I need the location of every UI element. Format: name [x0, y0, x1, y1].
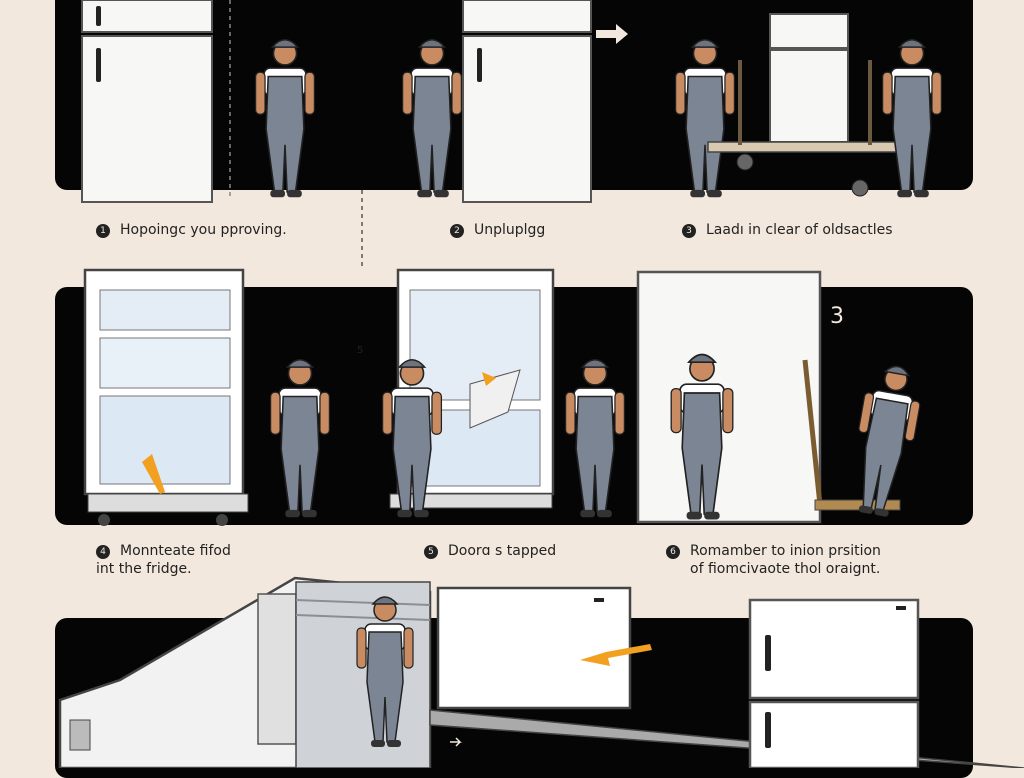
worker-7	[564, 358, 626, 519]
fridge-loading	[436, 586, 652, 710]
worker-2	[401, 38, 463, 199]
caption-text-line-2: int the fridge.	[96, 561, 192, 577]
panel-number: 3	[830, 304, 844, 329]
step-marker: 5	[424, 545, 438, 559]
hand-truck-load	[707, 13, 909, 197]
fridge-closed-2	[462, 0, 592, 203]
worker-1	[254, 38, 316, 199]
worker-9	[843, 360, 927, 520]
fridge-open-2	[389, 268, 555, 509]
step-marker: 3	[682, 224, 696, 238]
step-marker: 1	[96, 224, 110, 238]
step-marker: 6	[666, 545, 680, 559]
worker-5	[269, 358, 331, 519]
step-marker: 2	[450, 224, 464, 238]
worker-3	[674, 38, 736, 199]
fridge-destination	[748, 598, 920, 768]
caption-text: Romamber to inion prsition	[690, 543, 881, 559]
caption-6: 6 Romamber to inion prsition of fiomcivao…	[666, 542, 881, 578]
hand-truck-2	[802, 359, 901, 511]
small-marker: 5	[357, 345, 364, 356]
caption-4: 4 Monnteate fifod int the fridge.	[96, 542, 231, 578]
caption-text: Hopoingc you pproving.	[120, 222, 287, 238]
caption-text-line-2: of fiomcivaote thol oraignt.	[690, 561, 881, 577]
arrow-right-icon	[596, 24, 628, 44]
caption-5: 5 Doorɑ s tapped	[424, 542, 556, 560]
moving-truck	[58, 576, 1024, 768]
caption-text: Laadı in clear of oldsactles	[706, 222, 893, 238]
caption-2: 2 Unpluplgg	[450, 221, 545, 239]
caption-text: Monnteate fifod	[120, 543, 231, 559]
worker-4	[881, 38, 943, 199]
fridge-open-1	[83, 268, 249, 526]
fridge-closed-1	[81, 0, 213, 203]
caption-1: 1 Hopoingc you pproving.	[96, 221, 287, 239]
caption-3: 3 Laadı in clear of oldsactles	[682, 221, 893, 239]
caption-text: Doorɑ s tapped	[448, 543, 557, 559]
step-marker: 4	[96, 545, 110, 559]
caption-text: Unpluplgg	[474, 222, 546, 238]
